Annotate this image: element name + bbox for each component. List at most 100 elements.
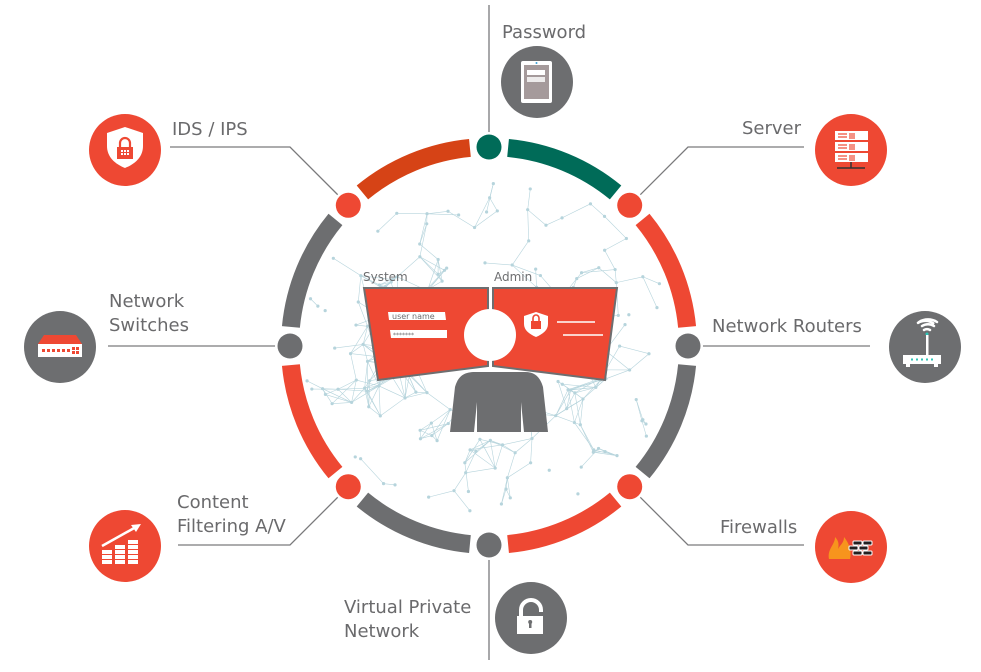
mesh-link [332, 402, 352, 404]
mesh-link [377, 213, 397, 232]
mesh-link [629, 353, 650, 371]
mesh-link [447, 211, 475, 228]
mesh-dot [534, 267, 538, 271]
mesh-link [350, 344, 364, 354]
mesh-link [306, 380, 323, 389]
firewall-flame-icon [815, 511, 887, 583]
mesh-dot [367, 405, 371, 409]
mesh-dot [617, 344, 622, 348]
mesh-link [437, 259, 443, 282]
mesh-link [555, 389, 569, 416]
connector-content [178, 485, 350, 546]
mesh-dot [579, 271, 584, 275]
mesh-link [465, 467, 496, 474]
mesh-dot [566, 388, 570, 392]
mesh-dot [484, 210, 489, 214]
mesh-dot [579, 465, 583, 469]
mesh-link [530, 438, 533, 463]
mesh-dot [468, 509, 472, 513]
mesh-link [489, 197, 498, 212]
mesh-link [557, 381, 567, 409]
mesh-link [507, 462, 531, 478]
mesh-link [396, 256, 421, 278]
mesh-link [489, 183, 494, 198]
label-content-filtering: Content Filtering A/V [177, 492, 286, 537]
mesh-link [364, 361, 368, 389]
password-text: ******* [393, 332, 414, 339]
mesh-dot [488, 438, 492, 442]
mesh-dot [354, 323, 358, 327]
mesh-link [593, 451, 606, 453]
mesh-link [567, 378, 599, 391]
mesh-link [360, 275, 393, 280]
mesh-dot [418, 437, 423, 441]
mesh-dot [641, 275, 645, 279]
mesh-link [502, 438, 533, 446]
mesh-dot [361, 342, 365, 346]
mesh-dot [457, 213, 461, 217]
mesh-dot [560, 382, 564, 386]
mesh-dot [592, 448, 596, 452]
mesh-dot [624, 236, 628, 241]
mesh-link [580, 424, 595, 450]
mesh-dot [425, 391, 429, 395]
mesh-dot [644, 434, 648, 438]
mesh-link [555, 398, 584, 416]
mesh-dot [560, 216, 564, 220]
ring [281, 138, 697, 554]
mesh-link [366, 391, 370, 407]
node-content [335, 474, 361, 500]
mesh-link [580, 398, 584, 425]
mesh-dot [414, 390, 418, 394]
mesh-dot [320, 387, 325, 391]
mesh-link [527, 209, 547, 226]
mesh-link [419, 430, 432, 436]
mesh-dot [565, 407, 569, 411]
mesh-link [604, 216, 627, 239]
mesh-dot [393, 483, 397, 487]
mesh-dot [350, 400, 354, 405]
mesh-link [419, 243, 439, 260]
mesh-link [605, 350, 630, 371]
mesh-dot [427, 495, 431, 499]
mesh-dot [614, 281, 618, 285]
mesh-link [322, 388, 352, 403]
mesh-dot [508, 496, 512, 500]
connector-ids [170, 146, 350, 207]
mesh-link [470, 444, 503, 451]
label-vpn: Virtual Private Network [344, 597, 472, 642]
mesh-dot [594, 385, 598, 389]
mesh-link [574, 387, 596, 394]
mesh-link [464, 439, 481, 463]
mesh-dot [359, 274, 363, 278]
mesh-dot [575, 276, 579, 281]
connector-server [628, 146, 804, 207]
unlocked-padlock-icon [495, 582, 567, 654]
person-head [464, 309, 516, 361]
mesh-link [641, 420, 647, 437]
mesh-dot [581, 397, 585, 401]
mesh-dot [305, 379, 309, 383]
mesh-link [404, 392, 428, 399]
mesh-link [419, 213, 428, 245]
mesh-link [310, 298, 319, 307]
mesh-link [514, 438, 533, 453]
mesh-link [362, 326, 368, 345]
mesh-dot [390, 277, 394, 282]
mesh-dot [463, 461, 467, 465]
mesh-link [366, 380, 370, 392]
mesh-dot [634, 397, 638, 402]
mesh-dot [418, 428, 422, 432]
mesh-dot [493, 466, 497, 470]
mesh-link [436, 409, 451, 441]
mesh-dot [330, 402, 334, 406]
mesh-dot [425, 222, 429, 226]
mesh-link [505, 477, 508, 490]
mesh-link [614, 269, 617, 283]
mesh-link [431, 409, 451, 436]
mesh-link [383, 483, 396, 486]
mesh-link [379, 281, 392, 286]
mesh-link [453, 490, 471, 511]
mesh-dot [365, 389, 369, 393]
